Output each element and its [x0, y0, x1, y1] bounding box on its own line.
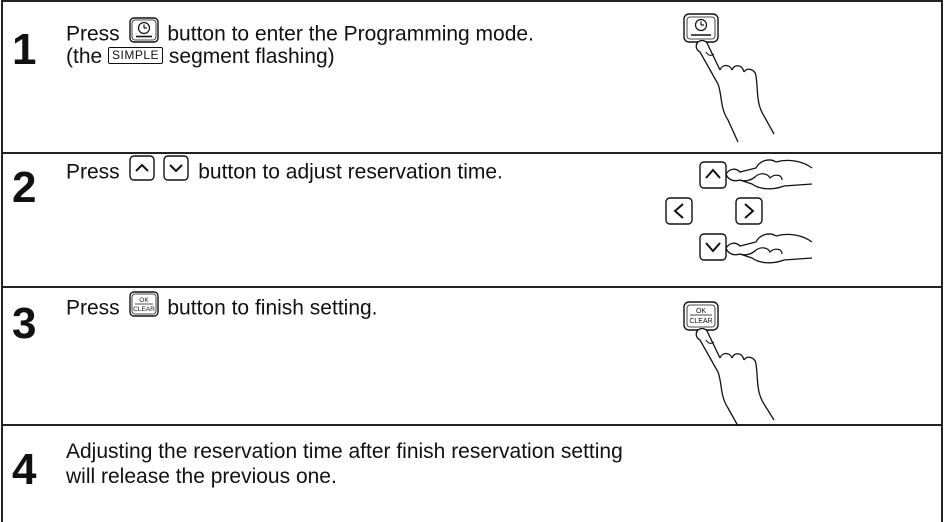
step-2-line-1: Press button to adjust reservation time.	[66, 155, 503, 189]
step-2-arrow-pad-illustration	[656, 154, 826, 284]
chevron-down-button-icon	[163, 155, 190, 187]
step-2-instruction: button to adjust reservation time.	[198, 160, 503, 184]
step-3-line-1: Press OK CLEAR button to finish setting.	[66, 291, 378, 325]
step-2-number: 2	[12, 163, 37, 212]
ok-label: OK	[139, 297, 149, 304]
step-1-line-1: Press button to enter the Programming mo…	[66, 17, 534, 51]
chevron-up-button-icon	[128, 155, 155, 187]
step-1-instruction: button to enter the Programming mode.	[167, 22, 534, 46]
step-3-hand-press-illustration: OK CLEAR	[682, 300, 792, 435]
divider-1	[1, 152, 943, 154]
step-1-line-2: (the SIMPLE segment flashing)	[66, 45, 335, 69]
divider-3	[1, 424, 943, 426]
ok-clear-button-icon: OK CLEAR	[128, 291, 159, 323]
step-4-line-1: Adjusting the reservation time after fin…	[66, 440, 623, 463]
step-3-press-label: Press	[66, 296, 120, 320]
step-1-segment-text: segment flashing)	[168, 45, 335, 68]
illus-ok-label: OK	[696, 308, 706, 315]
step-1-number: 1	[12, 25, 37, 74]
step-2-press-label: Press	[66, 160, 120, 184]
step-1-paren-open: (the	[66, 45, 103, 68]
step-3-instruction: button to finish setting.	[167, 296, 378, 320]
step-1-hand-press-illustration	[682, 12, 792, 152]
step-4-number: 4	[12, 445, 37, 494]
timer-button-icon	[128, 17, 159, 49]
simple-segment: SIMPLE	[108, 46, 164, 64]
illus-clear-label: CLEAR	[689, 318, 712, 325]
top-border	[1, 0, 943, 2]
step-3-number: 3	[12, 299, 37, 348]
divider-2	[1, 286, 943, 288]
step-4-line-2: will release the previous one.	[66, 465, 337, 488]
clear-label: CLEAR	[133, 306, 155, 313]
step-1-press-label: Press	[66, 22, 120, 46]
